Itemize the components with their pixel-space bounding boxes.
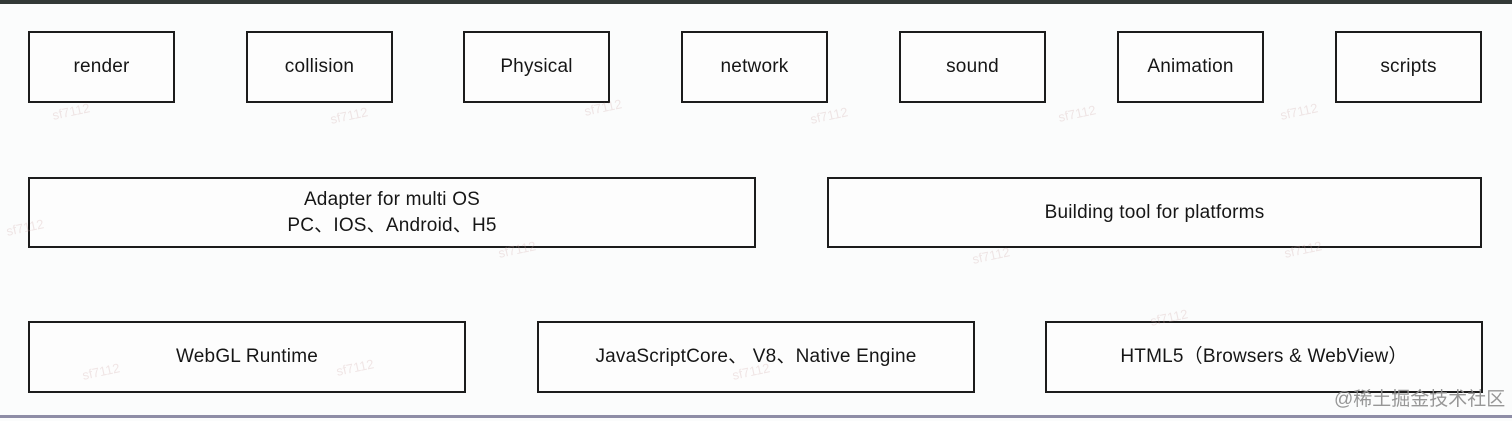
node-sound: sound [899,31,1046,103]
node-label: network [720,56,789,77]
adapter-line-1: Adapter for multi OS [303,188,481,210]
node-animation: Animation [1117,31,1264,103]
node-label: render [73,56,130,77]
bottom-edge-line [0,415,1512,418]
tile-watermark: sf7112 [808,104,850,127]
node-render: render [28,31,175,103]
node-collision: collision [246,31,393,103]
top-edge-bar [0,0,1512,4]
node-label: collision [284,56,355,77]
tile-watermark: sf7112 [1056,102,1098,125]
node-html5: HTML5（Browsers & WebView） [1045,321,1483,393]
node-label: scripts [1380,56,1437,77]
node-label: Animation [1147,56,1234,77]
tile-watermark: sf7112 [328,104,370,127]
node-building-tool: Building tool for platforms [827,177,1482,248]
node-label: WebGL Runtime [176,346,318,367]
node-network: network [681,31,828,103]
node-scripts: scripts [1335,31,1482,103]
node-adapter-multi-os: Adapter for multi OS PC、IOS、Android、H5 [28,177,756,248]
adapter-line-2: PC、IOS、Android、H5 [287,214,497,236]
tile-watermark: sf7112 [1278,100,1320,123]
node-js-engines: JavaScriptCore、 V8、Native Engine [537,321,975,393]
node-label: sound [946,56,999,77]
node-webgl-runtime: WebGL Runtime [28,321,466,393]
node-label: Physical [500,56,573,77]
node-label: HTML5（Browsers & WebView） [1120,346,1408,367]
node-physical: Physical [463,31,610,103]
node-label: JavaScriptCore、 V8、Native Engine [595,346,917,367]
node-label: Building tool for platforms [1044,201,1265,223]
tile-watermark: sf7112 [50,100,92,123]
